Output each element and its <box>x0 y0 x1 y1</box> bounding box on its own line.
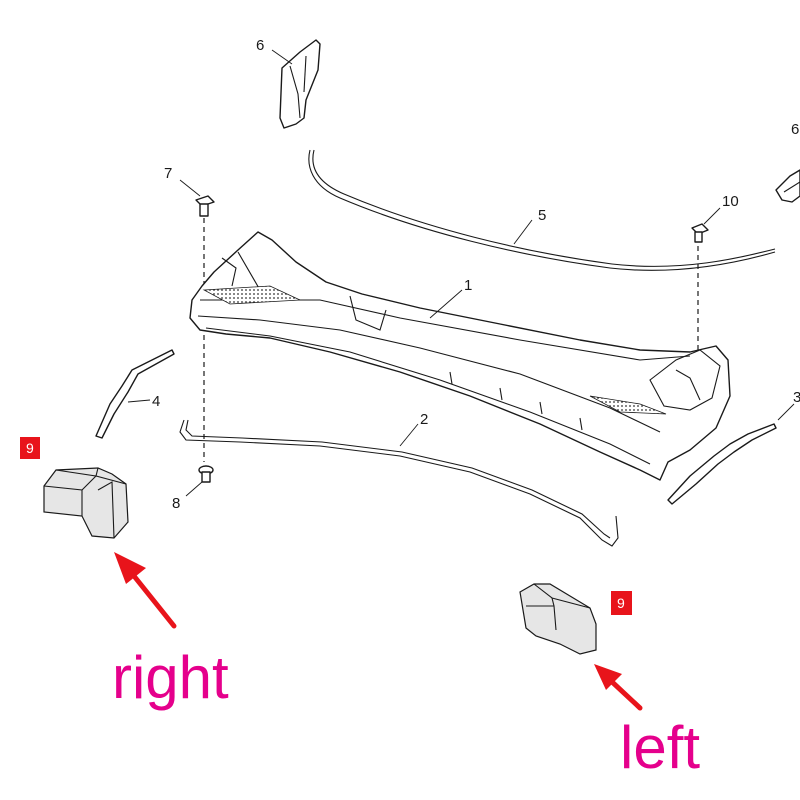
callout-1: 1 <box>464 277 472 294</box>
arrow-right-part <box>114 552 177 629</box>
callout-4: 4 <box>152 393 160 410</box>
callout-2: 2 <box>420 411 428 428</box>
callout-3: 3 <box>793 389 800 406</box>
callout-10: 10 <box>722 193 739 210</box>
badge-9-left-label: 9 <box>617 595 625 611</box>
part-1-cowl-panel <box>189 231 731 481</box>
callout-8: 8 <box>172 495 180 512</box>
part-5-seal-strip <box>308 149 776 271</box>
callout-6-top: 6 <box>256 37 264 54</box>
badge-9-right-label: 9 <box>26 440 34 456</box>
part-3-right-trim <box>667 423 777 505</box>
badge-9-left: 9 <box>611 591 632 615</box>
part-9-left <box>519 583 597 655</box>
callout-6-right: 6 <box>791 121 799 138</box>
part-6-right-bracket <box>775 169 800 203</box>
badge-9-right: 9 <box>20 437 40 459</box>
callout-7: 7 <box>164 165 172 182</box>
part-4-left-trim <box>95 349 175 439</box>
fastener-7 <box>195 195 215 217</box>
leader-lines <box>127 49 795 497</box>
callout-5: 5 <box>538 207 546 224</box>
part-6-top-bracket <box>279 39 321 129</box>
callout-numbers: 6 6 7 10 5 1 4 2 8 3 <box>152 37 800 512</box>
side-label-right: right <box>112 644 229 711</box>
part-9-right <box>43 467 129 539</box>
fastener-10 <box>691 223 709 243</box>
part-2-lower-seal <box>179 419 619 547</box>
fastener-8 <box>198 465 214 483</box>
side-label-left: left <box>620 714 700 781</box>
arrow-left-part <box>594 664 643 711</box>
alignment-lines <box>203 218 699 462</box>
